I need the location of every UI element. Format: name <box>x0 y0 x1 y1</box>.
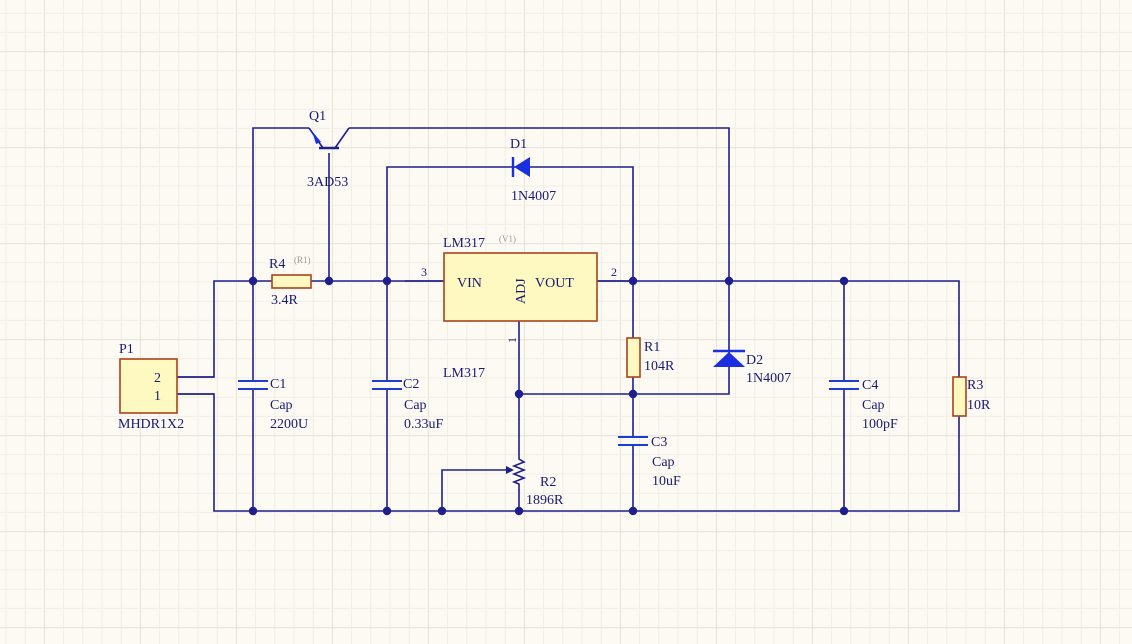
junction-dot <box>514 506 524 516</box>
wire-q1-emitter-top[interactable] <box>370 127 730 281</box>
c3-designator: C3 <box>651 435 667 450</box>
capacitor-c2[interactable]: C2 Cap 0.33uF <box>372 377 444 432</box>
r3-designator: R3 <box>967 378 983 393</box>
r3-value: 10R <box>967 398 991 413</box>
wire-r2-wiper[interactable] <box>441 469 509 511</box>
r2-designator: R2 <box>540 475 556 490</box>
junction-dot <box>839 276 849 286</box>
c2-designator: C2 <box>403 377 419 392</box>
resistor-r1[interactable]: R1 104R <box>626 337 675 378</box>
q1-emitter-leg <box>334 127 350 149</box>
c1-value: 2200U <box>270 417 308 432</box>
potentiometer-r2[interactable]: R2 1896R <box>506 456 564 508</box>
junction-dot <box>839 506 849 516</box>
r4-value: 3.4R <box>271 293 299 308</box>
junction-dot <box>628 506 638 516</box>
r3-body <box>952 376 967 417</box>
c3-type: Cap <box>652 455 675 470</box>
wire-p1-pin2-in[interactable] <box>178 280 272 378</box>
r4-body <box>271 274 312 289</box>
p1-designator: P1 <box>119 342 134 357</box>
c3-value: 10uF <box>652 474 681 489</box>
c1-type: Cap <box>270 398 293 413</box>
c4-value: 100pF <box>862 417 898 432</box>
r4-hidden-ref: (R1) <box>294 255 311 265</box>
junction-dot <box>248 506 258 516</box>
wire-vout-out[interactable] <box>597 280 960 377</box>
r2-value: 1896R <box>526 493 564 508</box>
q1-designator: Q1 <box>309 109 326 124</box>
q1-value: 3AD53 <box>307 175 348 190</box>
r1-value: 104R <box>644 359 675 374</box>
capacitor-c3[interactable]: C3 Cap 10uF <box>618 435 681 489</box>
u1-designator: LM317 <box>443 236 485 251</box>
r1-body <box>626 337 641 378</box>
d1-designator: D1 <box>510 137 527 152</box>
resistor-r3[interactable]: R3 10R <box>952 376 991 417</box>
r4-designator: R4 <box>269 257 285 272</box>
r2-wiper-arrow <box>506 466 514 474</box>
c1-designator: C1 <box>270 377 286 392</box>
d1-triangle <box>514 157 530 177</box>
c2-value: 0.33uF <box>404 417 444 432</box>
p1-body <box>119 358 178 414</box>
junction-dot <box>382 506 392 516</box>
capacitor-c1[interactable]: C1 Cap 2200U <box>238 377 308 432</box>
d2-designator: D2 <box>746 353 763 368</box>
c2-type: Cap <box>404 398 427 413</box>
u1-pin-vin: VIN <box>457 276 482 291</box>
resistor-r4[interactable]: R4 (R1) 3.4R <box>269 255 312 308</box>
p1-pin2-number: 2 <box>154 371 161 386</box>
c4-type: Cap <box>862 398 885 413</box>
r1-designator: R1 <box>644 340 660 355</box>
u1-pin1-number: 1 <box>505 337 519 343</box>
u1-pin3-number: 3 <box>421 265 427 279</box>
diode-d1[interactable]: D1 1N4007 <box>506 137 556 204</box>
wire-q1-collector-top[interactable] <box>252 127 309 283</box>
regulator-lm317[interactable]: LM317 (V1) VIN VOUT ADJ 3 2 1 LM317 <box>405 234 633 394</box>
wire-adj-node[interactable] <box>519 369 730 395</box>
junction-dot <box>382 276 392 286</box>
capacitor-c4[interactable]: C4 Cap 100pF <box>829 378 898 432</box>
wire-d1-right[interactable] <box>532 166 634 281</box>
p1-value: MHDR1X2 <box>118 417 184 432</box>
u1-pin-adj: ADJ <box>514 278 529 304</box>
u1-pin2-number: 2 <box>611 265 617 279</box>
d1-value: 1N4007 <box>511 189 556 204</box>
junctions <box>248 276 849 516</box>
u1-hidden-ref: (V1) <box>499 234 516 244</box>
d2-triangle <box>713 352 745 367</box>
q1-arrow <box>312 131 321 144</box>
junction-dot <box>248 276 258 286</box>
p1-pin1-number: 1 <box>154 389 161 404</box>
transistor-q1[interactable]: Q1 3AD53 <box>307 109 370 190</box>
junction-dot <box>628 389 638 399</box>
wire-d1-left[interactable] <box>386 166 506 281</box>
u1-pin-vout: VOUT <box>535 276 574 291</box>
junction-dot <box>324 276 334 286</box>
u1-comment: LM317 <box>443 366 485 381</box>
r2-zigzag <box>511 456 527 487</box>
diode-d2[interactable]: D2 1N4007 <box>713 349 791 386</box>
header-p1[interactable]: 2 1 P1 MHDR1X2 <box>118 342 214 432</box>
c4-designator: C4 <box>862 378 878 393</box>
junction-dot <box>724 276 734 286</box>
u1-body <box>443 252 598 322</box>
junction-dot <box>437 506 447 516</box>
d2-value: 1N4007 <box>746 371 791 386</box>
